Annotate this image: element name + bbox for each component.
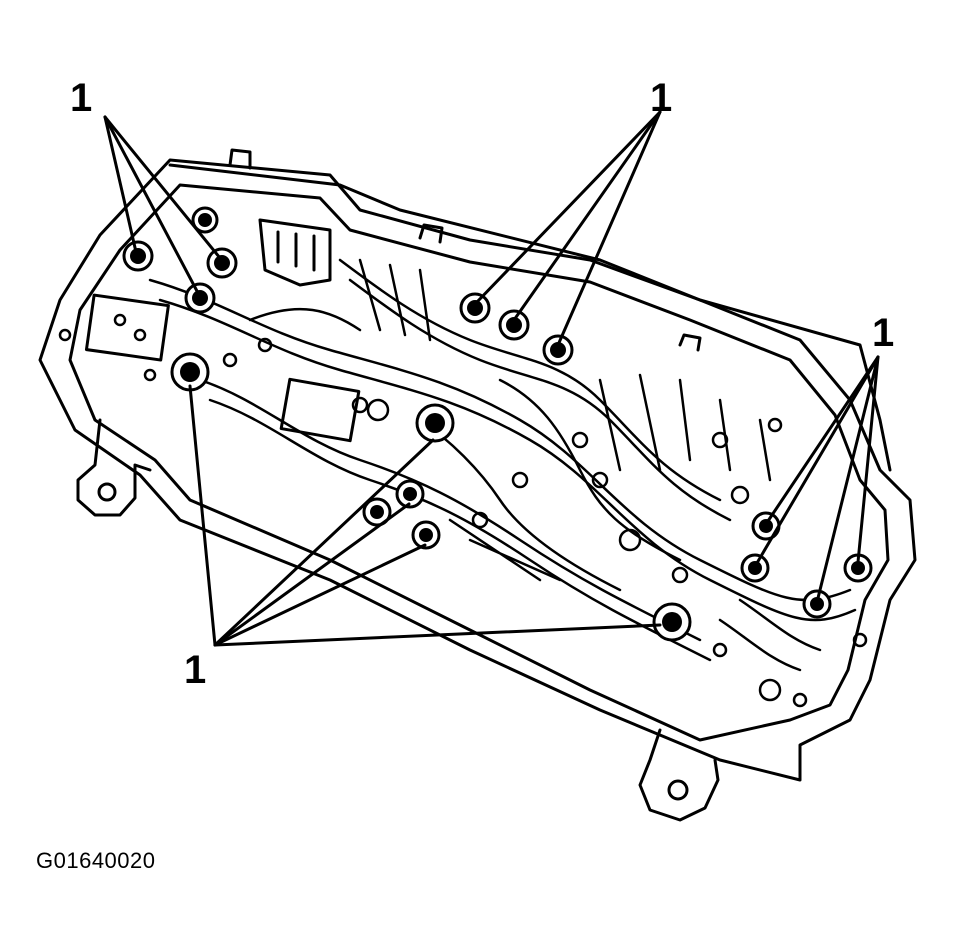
housing-back-rim — [168, 163, 892, 472]
connector-header — [258, 218, 332, 287]
figure-id: G01640020 — [36, 848, 156, 873]
circuit-board-outline — [38, 158, 917, 782]
mounting-bracket-left — [76, 418, 152, 517]
board-vias — [58, 313, 868, 708]
bracket-hole-left — [97, 482, 117, 502]
bulb-sockets — [122, 206, 873, 642]
connector-pad-block — [84, 293, 170, 362]
bracket-hole-bottom — [667, 779, 689, 801]
mounting-bracket-bottom — [638, 728, 720, 822]
housing-top-tabs — [228, 148, 702, 352]
leader-lines — [103, 110, 880, 647]
callout-label-top-left: 1 — [70, 76, 93, 120]
display-window — [279, 377, 361, 443]
callout-label-top-center: 1 — [650, 76, 673, 120]
callout-label-bottom: 1 — [184, 648, 207, 692]
callout-label-right: 1 — [872, 311, 895, 355]
circuit-traces — [148, 258, 857, 672]
